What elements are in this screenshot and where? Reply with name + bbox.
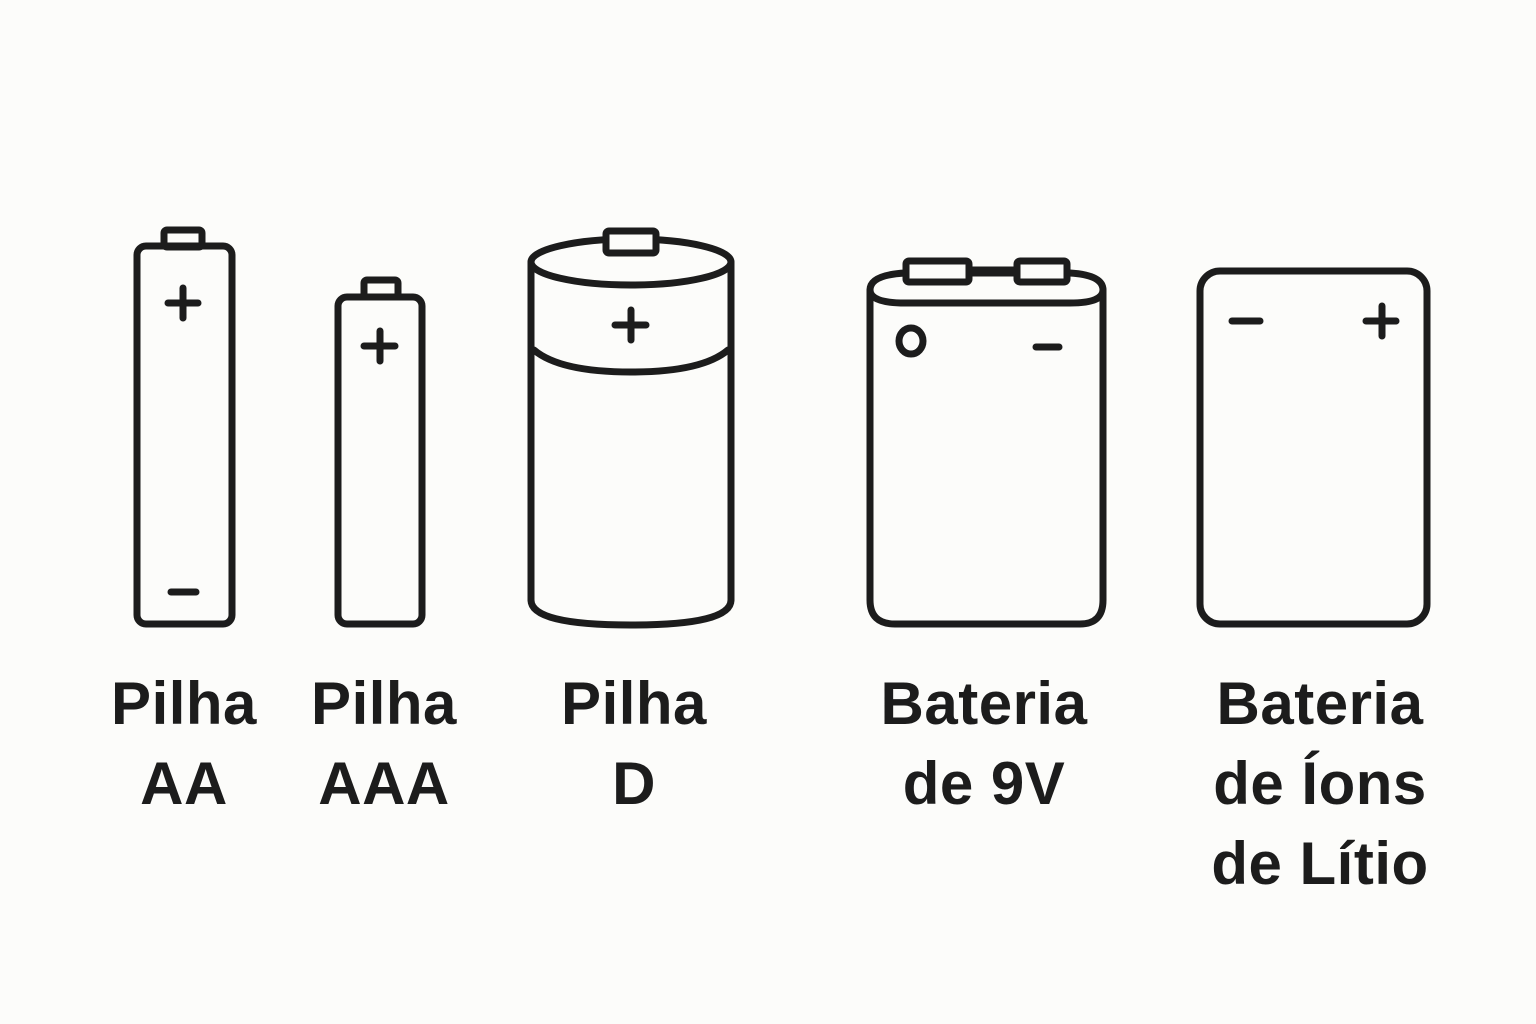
d-cell-battery-icon: [527, 227, 735, 629]
label-line: Bateria: [880, 670, 1088, 737]
plus-icon: [360, 327, 399, 365]
label-line: AA: [140, 750, 228, 817]
plus-icon: [611, 306, 650, 344]
label-line: D: [612, 750, 656, 817]
lithium-ion-battery-icon: [1196, 267, 1431, 628]
label-line: AAA: [318, 750, 450, 817]
plus-icon: [1362, 302, 1400, 340]
label-9v: Bateria de 9V: [864, 664, 1104, 824]
label-line: Pilha: [311, 670, 457, 737]
label-aaa: Pilha AAA: [284, 664, 484, 824]
label-line: Pilha: [561, 670, 707, 737]
aaa-battery-icon: [334, 276, 426, 628]
label-line: de Íons: [1213, 750, 1427, 817]
label-d: Pilha D: [534, 664, 734, 824]
label-li-ion: Bateria de Íons de Lítio: [1190, 664, 1450, 904]
label-line: de 9V: [902, 750, 1066, 817]
label-line: Bateria: [1216, 670, 1424, 737]
aa-battery-icon: [133, 226, 236, 628]
label-line: Pilha: [111, 670, 257, 737]
plus-icon: [164, 284, 202, 322]
label-line: de Lítio: [1211, 830, 1429, 897]
9v-battery-icon: [866, 257, 1107, 628]
label-aa: Pilha AA: [84, 664, 284, 824]
circle-terminal-icon: [895, 324, 927, 358]
